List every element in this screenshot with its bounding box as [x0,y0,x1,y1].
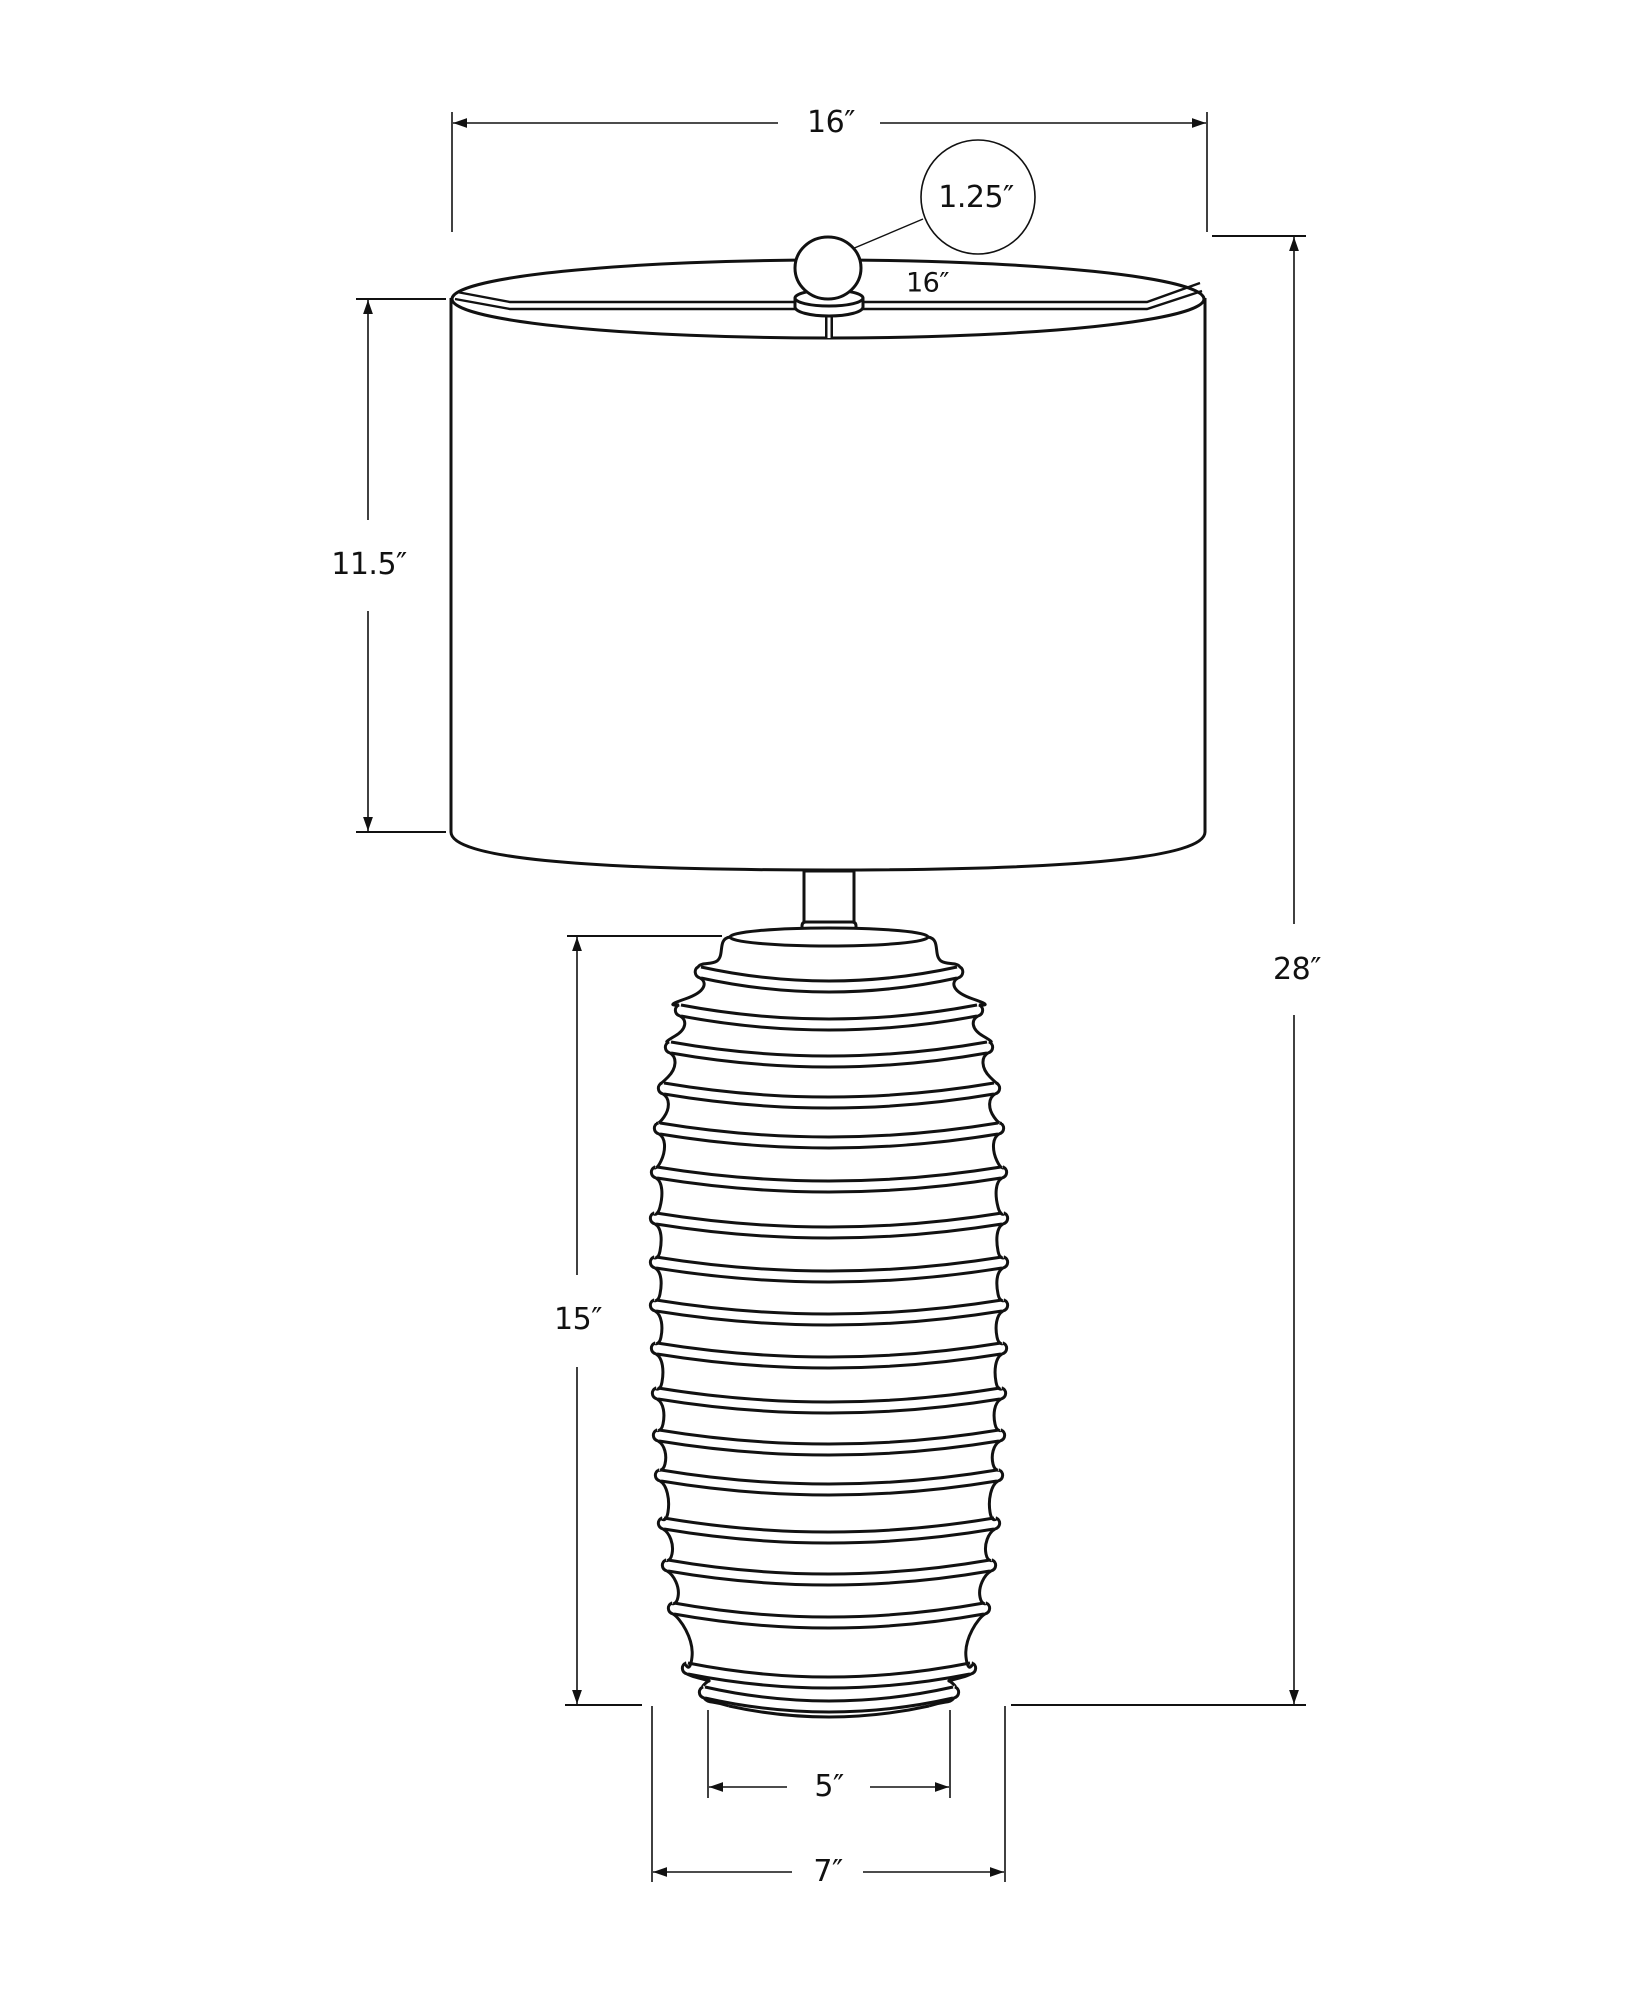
dimension-lines [356,112,1306,1882]
base-rib-upper-line [687,1661,971,1679]
overall-width-label: 16″ [807,105,855,140]
neck-tube [802,869,856,928]
base-height-label: 15″ [554,1302,602,1337]
base-outline-right [927,935,1010,1708]
base-rib-upper-line [658,1428,1000,1446]
overall-height-label: 28″ [1273,952,1321,987]
base-rib-lower-line [667,1569,991,1587]
base-top-cap [728,926,930,948]
base-rib-upper-line [680,1003,978,1021]
base-rib-lower-line [704,1696,954,1714]
base-rib-upper-line [655,1255,1003,1273]
finial [793,235,865,338]
base-rib-lower-line [663,1527,995,1545]
base-rib-lower-line [670,1051,988,1069]
base-rib-upper-line [663,1516,995,1534]
base-rib-upper-line [657,1386,1001,1404]
base-rib-lower-line [700,976,958,994]
base-rib-upper-line [655,1211,1003,1229]
shade-height-label: 11.5″ [331,547,407,582]
base-rib-lower-line [687,1672,971,1690]
base-rib-lower-line [673,1612,985,1630]
finial-callout-circle [920,139,1036,255]
base-rib-lower-line [655,1266,1003,1284]
base-rib-lower-line [680,1014,978,1032]
base-rib-lower-line [656,1352,1002,1370]
lamp-neck [800,869,858,937]
base-rib-lower-line [655,1309,1003,1327]
base-rib-upper-line [667,1558,991,1576]
base-rib-lower-line [659,1132,999,1150]
shade-body [449,298,1207,872]
base-rib-upper-line [655,1298,1003,1316]
base-outline-left [648,935,731,1708]
base-rib-upper-line [670,1040,988,1058]
ribbed-base [648,926,1010,1719]
base-rib-lower-line [658,1439,1000,1457]
base-bottom-width-label: 5″ [814,1769,844,1804]
base-rib-upper-line [660,1468,998,1486]
base-rib-upper-line [673,1601,985,1619]
base-rib-upper-line [704,1685,954,1703]
base-rib-lower-line [655,1222,1003,1240]
base-rib-lower-line [656,1176,1002,1194]
base-bottom-edge [728,1704,930,1719]
base-rib-lower-line [660,1479,998,1497]
base-rib-lower-line [663,1092,995,1110]
base-rib-lower-line [657,1397,1001,1415]
base-max-width-label: 7″ [813,1854,843,1889]
base-rib-upper-line [663,1081,995,1099]
base-rib-upper-line [656,1341,1002,1359]
shade-top-depth-label: 16″ [906,267,949,299]
finial-diameter-label: 1.25″ [938,180,1014,215]
base-rib-upper-line [659,1121,999,1139]
base-rib-upper-line [656,1165,1002,1183]
lamp-shade [449,258,1207,872]
base-rib-upper-line [700,965,958,983]
finial-ball [793,235,863,301]
